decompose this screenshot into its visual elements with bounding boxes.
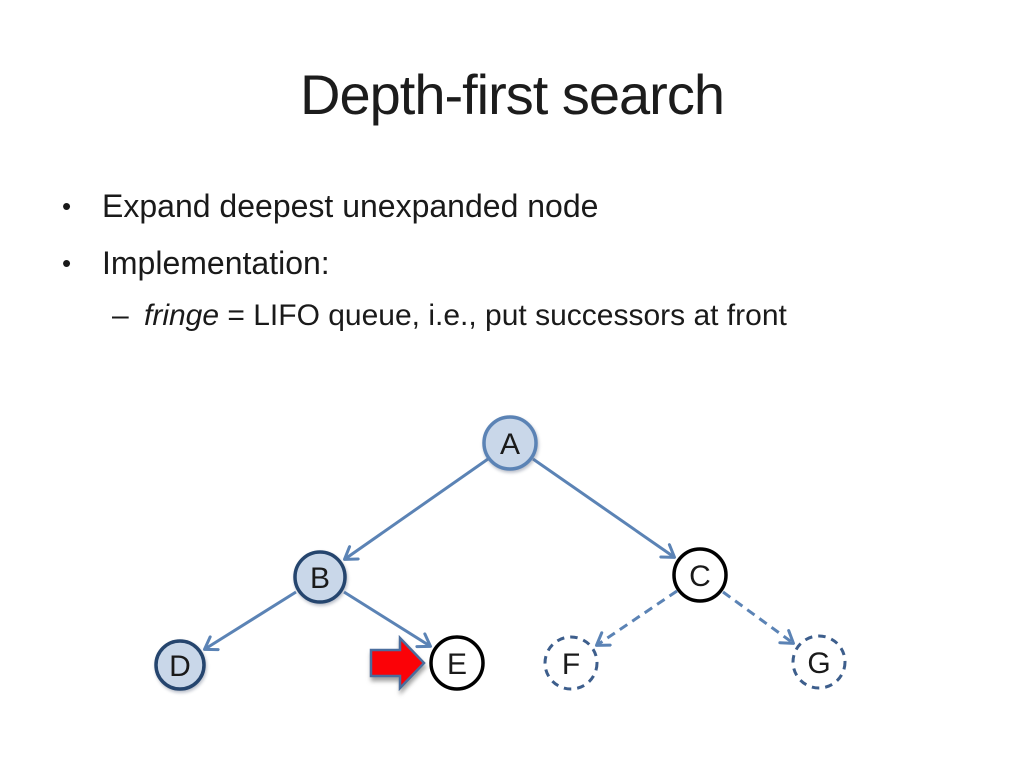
sub-bullet-rest: = LIFO queue, i.e., put successors at fr… [219, 299, 787, 332]
edge-A-B [343, 457, 489, 561]
edge-A-C [532, 457, 676, 559]
node-D-label: D [169, 650, 191, 683]
node-G-label: G [807, 647, 830, 680]
bullet-text: Expand deepest unexpanded node [102, 188, 599, 224]
node-A: A [482, 415, 538, 471]
page-title: Depth-first search [300, 63, 725, 126]
bullet-item-implementation: • Implementation: [62, 243, 962, 283]
node-B-circle [293, 550, 347, 604]
edge-B-D [202, 590, 297, 652]
red-pointer-arrow-icon [369, 634, 426, 692]
node-B-label: B [310, 562, 330, 595]
bullet-glyph: • [62, 191, 72, 221]
edge-B-E [343, 590, 433, 649]
node-C-label: C [689, 560, 711, 593]
node-E-label: E [447, 648, 467, 681]
node-A-label: A [500, 428, 520, 461]
edge-C-G [722, 590, 795, 645]
sub-bullet-fringe: – fringe = LIFO queue, i.e., put success… [112, 297, 962, 335]
node-F: F [543, 635, 599, 691]
bullet-text: Implementation: [102, 245, 330, 281]
node-D-circle [154, 639, 206, 691]
fringe-term: fringe [144, 299, 220, 332]
sub-bullet-text: fringe = LIFO queue, i.e., put successor… [144, 297, 787, 335]
node-E-circle [429, 635, 485, 691]
edge-C-F [595, 589, 678, 647]
node-C-circle [672, 547, 728, 603]
bullet-list: • Expand deepest unexpanded node • Imple… [62, 186, 962, 335]
node-B: B [293, 550, 347, 604]
node-C: C [672, 547, 728, 603]
bullet-glyph: • [62, 248, 72, 278]
node-F-label: F [562, 648, 580, 681]
node-F-circle [543, 635, 599, 691]
node-G: G [791, 634, 847, 690]
dash-glyph: – [112, 299, 129, 332]
node-E: E [429, 635, 485, 691]
bullet-item-expand: • Expand deepest unexpanded node [62, 186, 962, 226]
node-A-circle [482, 415, 538, 471]
node-G-circle [791, 634, 847, 690]
node-D: D [154, 639, 206, 691]
